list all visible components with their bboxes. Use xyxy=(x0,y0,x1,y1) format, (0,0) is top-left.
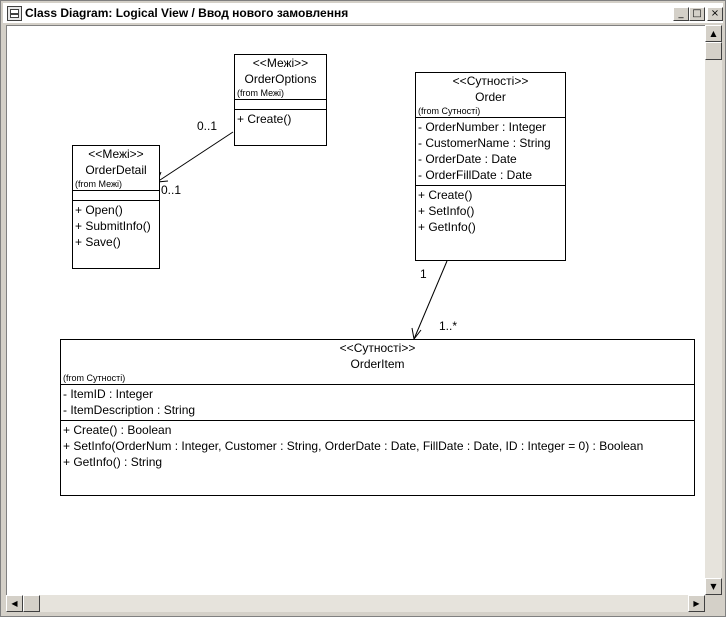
operation[interactable]: + Open() xyxy=(75,203,123,217)
attributes-section xyxy=(235,99,326,109)
operation[interactable]: + Save() xyxy=(75,235,121,249)
horizontal-scroll-thumb[interactable] xyxy=(23,595,40,612)
multiplicity-label[interactable]: 0..1 xyxy=(197,119,218,133)
minimize-button[interactable]: _ xyxy=(673,7,689,21)
class-stereotype: <<Сутності>> xyxy=(452,74,529,88)
association-line-order-orderitem[interactable] xyxy=(413,260,448,340)
attribute[interactable]: - OrderNumber : Integer xyxy=(418,120,547,134)
class-order-detail[interactable]: <<Межі>> OrderDetail (from Межі) + Open(… xyxy=(72,145,160,269)
title-bar[interactable]: Class Diagram: Logical View / Ввод новог… xyxy=(3,3,723,23)
horizontal-scrollbar[interactable]: ◀ ▶ xyxy=(6,595,705,612)
window-title: Class Diagram: Logical View / Ввод новог… xyxy=(25,6,349,20)
attribute[interactable]: - OrderFillDate : Date xyxy=(418,168,533,182)
class-name: OrderDetail xyxy=(85,163,147,177)
operation[interactable]: + Create() xyxy=(237,112,292,126)
class-name: OrderOptions xyxy=(244,72,317,86)
operations-section: + Create() xyxy=(235,109,326,129)
class-order-options[interactable]: <<Межі>> OrderOptions (from Межі) + Crea… xyxy=(234,54,327,146)
class-order[interactable]: <<Сутності>> Order (from Сутності) - Ord… xyxy=(415,72,566,261)
scroll-right-button[interactable]: ▶ xyxy=(688,595,705,612)
operation[interactable]: + GetInfo() : String xyxy=(63,455,163,469)
multiplicity-label[interactable]: 1 xyxy=(420,267,427,281)
attribute[interactable]: - CustomerName : String xyxy=(418,136,551,150)
scroll-down-button[interactable]: ▼ xyxy=(705,578,722,595)
association-lines xyxy=(156,131,448,341)
operation[interactable]: + SetInfo() xyxy=(418,204,475,218)
multiplicity-label[interactable]: 0..1 xyxy=(161,183,182,197)
class-package: (from Сутності) xyxy=(418,106,481,116)
attribute[interactable]: - ItemID : Integer xyxy=(63,387,154,401)
attributes-section: - ItemID : Integer - ItemDescription : S… xyxy=(61,384,694,420)
scroll-up-button[interactable]: ▲ xyxy=(705,25,722,42)
close-button[interactable]: × xyxy=(707,7,723,21)
class-stereotype: <<Межі>> xyxy=(252,56,309,70)
class-package: (from Сутності) xyxy=(63,373,126,383)
class-order-item[interactable]: <<Сутності>> OrderItem (from Сутності) -… xyxy=(60,339,695,496)
operations-section: + Open() + SubmitInfo() + Save() xyxy=(73,200,159,252)
scroll-left-button[interactable]: ◀ xyxy=(6,595,23,612)
vertical-scrollbar[interactable]: ▲ ▼ xyxy=(705,25,722,595)
association-line-options-detail[interactable] xyxy=(156,131,234,183)
diagram-canvas[interactable]: <<Межі>> OrderOptions (from Межі) + Crea… xyxy=(6,25,707,597)
attribute[interactable]: - ItemDescription : String xyxy=(63,403,196,417)
class-diagram-icon xyxy=(7,6,22,21)
class-stereotype: <<Межі>> xyxy=(88,147,144,161)
maximize-button[interactable]: □ xyxy=(689,7,705,21)
class-name: Order xyxy=(475,90,506,104)
attributes-section: - OrderNumber : Integer - CustomerName :… xyxy=(416,117,565,185)
class-name: OrderItem xyxy=(350,357,405,371)
vertical-scroll-thumb[interactable] xyxy=(705,42,722,60)
attributes-section xyxy=(73,190,159,200)
operation[interactable]: + Create() : Boolean xyxy=(63,423,172,437)
operation[interactable]: + GetInfo() xyxy=(418,220,476,234)
scroll-corner xyxy=(705,595,722,612)
operations-section: + Create() + SetInfo() + GetInfo() xyxy=(416,185,565,237)
operation[interactable]: + SetInfo(OrderNum : Integer, Customer :… xyxy=(63,439,644,453)
class-package: (from Межі) xyxy=(237,88,285,98)
operation[interactable]: + Create() xyxy=(418,188,473,202)
attribute[interactable]: - OrderDate : Date xyxy=(418,152,517,166)
multiplicity-label[interactable]: 1..* xyxy=(439,319,458,333)
class-stereotype: <<Сутності>> xyxy=(339,341,416,355)
class-package: (from Межі) xyxy=(75,179,123,189)
operation[interactable]: + SubmitInfo() xyxy=(75,219,151,233)
operations-section: + Create() : Boolean + SetInfo(OrderNum … xyxy=(61,420,694,472)
